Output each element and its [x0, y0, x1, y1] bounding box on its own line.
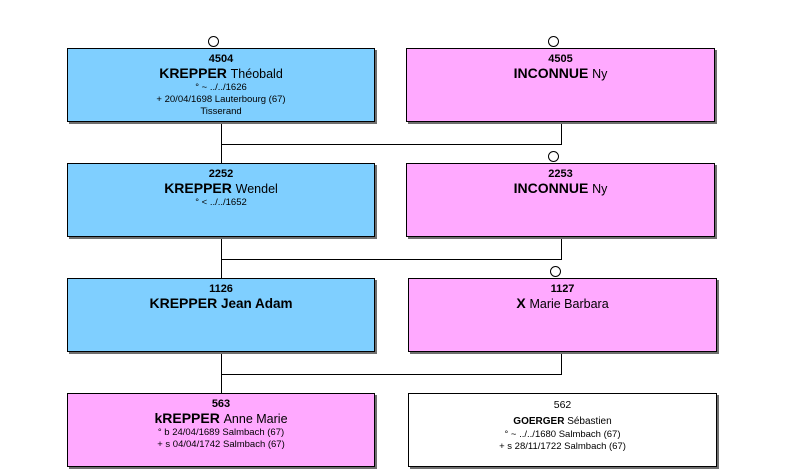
connector-1126-down: [221, 351, 222, 374]
surname: GOERGER: [513, 416, 565, 427]
person-name: KREPPER Théobald: [68, 65, 374, 82]
given-name: Ny: [592, 67, 608, 81]
connector-to-1126: [221, 259, 222, 279]
person-name: X Marie Barbara: [409, 295, 716, 312]
sosa-number: 562: [553, 399, 572, 411]
person-name: KREPPER Wendel: [68, 180, 374, 197]
surname: INCONNUE: [513, 180, 589, 196]
given-name: Théobald: [230, 67, 283, 81]
sosa-number: 1127: [550, 283, 575, 295]
expand-ancestors-1127[interactable]: [550, 266, 561, 277]
person-name: kREPPER Anne Marie: [68, 410, 374, 427]
given-name: Ny: [592, 182, 608, 196]
given-name: Marie Barbara: [529, 297, 609, 311]
sosa-number: 4505: [548, 53, 573, 65]
connector-couple-2252-2253: [221, 259, 562, 260]
baptism-line: ° ~ ../../1680 Salmbach (67): [504, 429, 621, 440]
person-box-4504[interactable]: 4504 KREPPER Théobald ° ~ ../../1626 + 2…: [67, 48, 375, 122]
sosa-number: 2253: [548, 168, 573, 180]
surname: INCONNUE: [513, 65, 589, 81]
birth-line: ° < ../../1652: [195, 197, 247, 208]
sosa-number: 2252: [208, 168, 234, 180]
given-name: Wendel: [235, 182, 278, 196]
baptism-line: ° b 24/04/1689 Salmbach (67): [157, 427, 285, 438]
person-box-4505[interactable]: 4505 INCONNUE Ny: [406, 48, 715, 122]
person-name: INCONNUE Ny: [407, 65, 714, 82]
expand-ancestors-4505[interactable]: [548, 36, 559, 47]
connector-to-563: [221, 374, 222, 394]
connector-couple-4504-4505: [221, 144, 562, 145]
person-box-562[interactable]: 562 GOERGER Sébastien ° ~ ../../1680 Sal…: [408, 393, 717, 467]
given-name: Anne Marie: [223, 412, 288, 426]
surname: KREPPER: [149, 295, 218, 311]
connector-to-2252: [221, 144, 222, 164]
sosa-number: 563: [211, 398, 231, 410]
death-line: + 20/04/1698 Lauterbourg (67): [156, 94, 286, 105]
given-name: Jean Adam: [220, 296, 293, 311]
person-name: INCONNUE Ny: [407, 180, 714, 197]
person-box-2252[interactable]: 2252 KREPPER Wendel ° < ../../1652: [67, 163, 375, 237]
surname: KREPPER: [159, 65, 227, 81]
connector-couple-1126-1127: [221, 374, 562, 375]
person-box-2253[interactable]: 2253 INCONNUE Ny: [406, 163, 715, 237]
burial-line: + s 04/04/1742 Salmbach (67): [157, 439, 285, 450]
given-name: Sébastien: [567, 416, 612, 427]
occupation-line: Tisserand: [200, 106, 242, 117]
sosa-number: 1126: [209, 283, 233, 295]
birth-line: ° ~ ../../1626: [195, 82, 247, 93]
connector-4505-down: [561, 121, 562, 144]
expand-ancestors-2253[interactable]: [548, 151, 559, 162]
person-box-1126[interactable]: 1126 KREPPER Jean Adam: [67, 278, 375, 352]
sosa-number: 4504: [208, 53, 234, 65]
connector-1127-down: [561, 351, 562, 374]
person-name: KREPPER Jean Adam: [68, 295, 374, 312]
surname: X: [516, 295, 526, 311]
surname: kREPPER: [154, 410, 220, 426]
connector-4504-down: [221, 121, 222, 144]
expand-ancestors-4504[interactable]: [208, 36, 219, 47]
burial-line: + s 28/11/1722 Salmbach (67): [499, 441, 626, 452]
person-box-563[interactable]: 563 kREPPER Anne Marie ° b 24/04/1689 Sa…: [67, 393, 375, 467]
person-name: GOERGER Sébastien: [409, 415, 716, 429]
connector-2252-down: [221, 236, 222, 259]
person-box-1127[interactable]: 1127 X Marie Barbara: [408, 278, 717, 352]
surname: KREPPER: [164, 180, 232, 196]
connector-2253-down: [561, 236, 562, 259]
